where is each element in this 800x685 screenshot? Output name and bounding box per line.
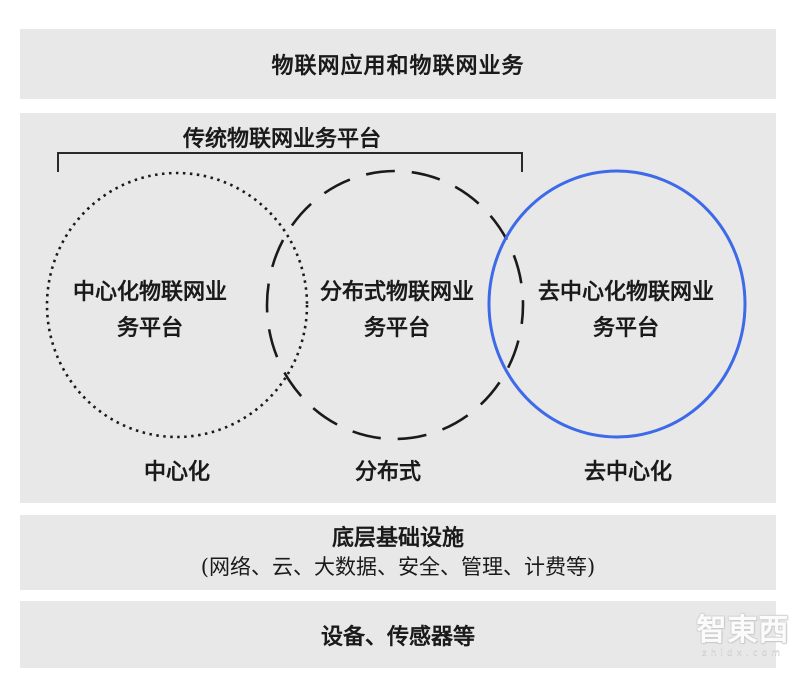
- distributed-circle-text: 分布式物联网业 务平台: [287, 274, 507, 346]
- infrastructure-title: 底层基础设施: [331, 524, 464, 551]
- devices-label: 设备、传感器等: [320, 623, 475, 650]
- venn-graphics: [45, 152, 747, 441]
- traditional-platforms-bracket: [57, 152, 523, 172]
- traditional-platforms-label: 传统物联网业务平台: [182, 126, 381, 152]
- decentralized-line1: 去中心化物联网业: [537, 279, 714, 305]
- centralized-line2: 务平台: [116, 315, 183, 341]
- watermark-logo: 智東西: [696, 613, 790, 648]
- infrastructure-subtitle: (网络、云、大数据、安全、管理、计费等): [200, 554, 596, 579]
- distributed-line2: 务平台: [363, 315, 430, 341]
- decentralized-circle: [487, 169, 747, 439]
- decentralized-line2: 务平台: [592, 315, 659, 341]
- layer-platforms: 传统物联网业务平台 中心化物联网业 务平台 分布式物联网业 务平台 去中心化物联…: [20, 113, 776, 503]
- centralized-circle: [45, 171, 309, 439]
- centralized-line1: 中心化物联网业: [72, 279, 227, 305]
- distributed-line1: 分布式物联网业: [319, 279, 474, 305]
- watermark-domain: zhidx.com: [701, 648, 785, 658]
- centralized-caption: 中心化: [143, 459, 210, 485]
- layer-applications: 物联网应用和物联网业务: [20, 29, 776, 99]
- distributed-caption: 分布式: [354, 459, 421, 485]
- applications-label: 物联网应用和物联网业务: [271, 53, 525, 79]
- distributed-circle: [265, 169, 525, 441]
- layer-infrastructure: 底层基础设施 (网络、云、大数据、安全、管理、计费等): [20, 515, 776, 590]
- decentralized-caption: 去中心化: [583, 459, 672, 485]
- watermark: 智東西 zhidx.com: [688, 613, 798, 659]
- centralized-circle-text: 中心化物联网业 务平台: [40, 274, 260, 346]
- layer-devices: 设备、传感器等: [20, 601, 776, 668]
- decentralized-circle-text: 去中心化物联网业 务平台: [516, 274, 736, 346]
